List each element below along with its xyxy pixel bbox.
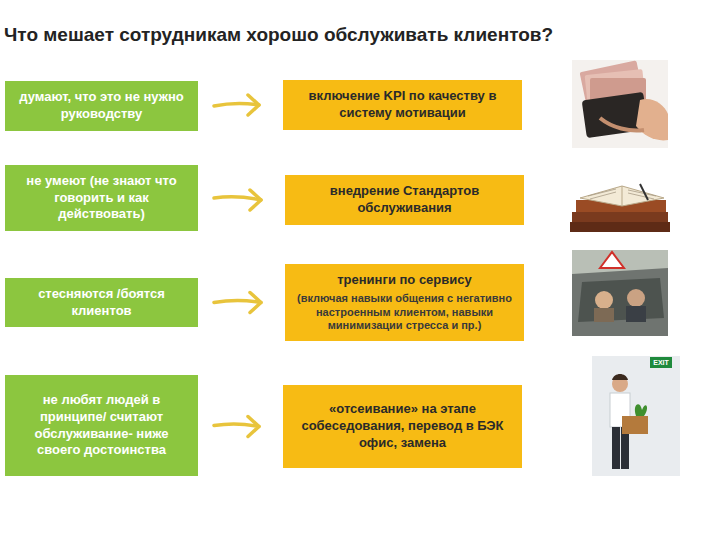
- node-text-group: стесняются /боятся клиентов: [13, 286, 190, 320]
- solution-box: внедрение Стандартов обслуживания: [285, 175, 524, 225]
- wallet-photo: [572, 60, 668, 148]
- diagram-title: Что мешает сотрудникам хорошо обслуживат…: [4, 24, 553, 46]
- solution-box: «отсеивание» на этапе собеседования, пер…: [283, 385, 522, 468]
- node-text-group: тренинги по сервису (включая навыки общен…: [293, 272, 516, 333]
- node-heading: стесняются /боятся клиентов: [13, 286, 190, 320]
- node-heading: «отсеивание» на этапе собеседования, пер…: [291, 401, 514, 452]
- node-text-group: включение KPI по качеству в систему моти…: [291, 88, 514, 122]
- flow-arrow: [214, 95, 259, 115]
- exit-sign: [650, 357, 672, 368]
- problem-box: стесняются /боятся клиентов: [5, 278, 198, 328]
- flow-arrow: [214, 417, 259, 437]
- node-text-group: думают, что это не нужно руководству: [13, 89, 190, 123]
- solution-box: тренинги по сервису (включая навыки общен…: [285, 264, 524, 341]
- problem-box: думают, что это не нужно руководству: [5, 81, 198, 131]
- node-text-group: не умеют (не знают что говорить и как де…: [13, 173, 190, 224]
- node-heading: не любят людей в принципе/ считают обслу…: [13, 392, 190, 460]
- node-heading: думают, что это не нужно руководству: [13, 89, 190, 123]
- node-text-group: не любят людей в принципе/ считают обслу…: [13, 392, 190, 460]
- flow-arrow: [214, 190, 261, 210]
- node-heading: тренинги по сервису: [293, 272, 516, 289]
- node-text-group: внедрение Стандартов обслуживания: [293, 183, 516, 217]
- dismissal-photo: [592, 356, 680, 476]
- node-heading: не умеют (не знают что говорить и как де…: [13, 173, 190, 224]
- car-photo: [572, 250, 668, 336]
- books-photo: [562, 168, 674, 240]
- sign-label: EXIT: [650, 357, 672, 368]
- node-heading: включение KPI по качеству в систему моти…: [291, 88, 514, 122]
- problem-box: не умеют (не знают что говорить и как де…: [5, 165, 198, 232]
- problem-box: не любят людей в принципе/ считают обслу…: [5, 375, 198, 476]
- node-body: (включая навыки общения с негативно наст…: [293, 292, 516, 333]
- node-heading: внедрение Стандартов обслуживания: [293, 183, 516, 217]
- flow-arrow: [214, 292, 261, 312]
- solution-box: включение KPI по качеству в систему моти…: [283, 80, 522, 130]
- node-text-group: «отсеивание» на этапе собеседования, пер…: [291, 401, 514, 452]
